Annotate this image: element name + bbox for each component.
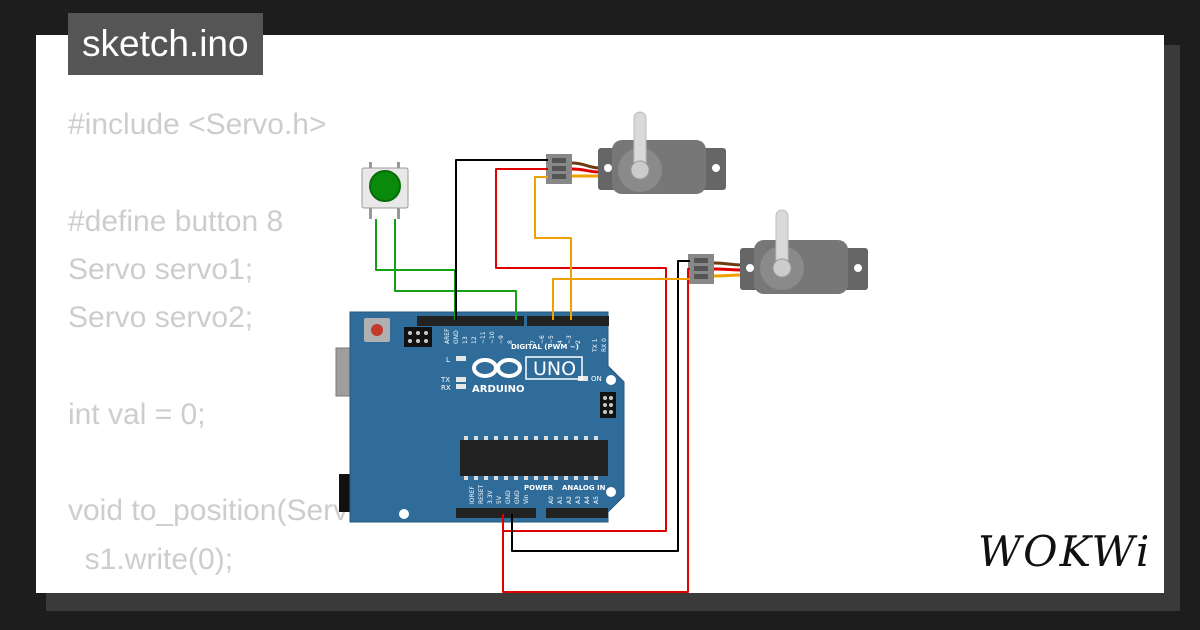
pin-label: TX 1	[592, 338, 599, 353]
code-line: s2.write(0);	[68, 584, 365, 593]
arduino-uno-board[interactable]: UNO ARDUINO DIGITAL (PWM ~) POWER ANALOG…	[335, 311, 625, 523]
digital-header-right[interactable]	[527, 316, 609, 326]
pin-label: A3	[575, 496, 582, 504]
code-editor: #include <Servo.h> #define button 8 Serv…	[68, 101, 365, 593]
pin-label: 12	[471, 336, 478, 344]
pin-label: 4	[557, 340, 564, 344]
wire-servo1-gnd[interactable]	[455, 159, 548, 320]
pin-label: A2	[566, 496, 573, 504]
pin-label: A5	[593, 496, 600, 504]
pin-label: GND	[505, 490, 512, 504]
arduino-logo-icon	[472, 358, 522, 378]
code-line: Servo servo2;	[68, 301, 254, 335]
digital-label: DIGITAL (PWM ~)	[511, 343, 579, 351]
board-uno-label: UNO	[533, 358, 576, 380]
pin-label: ~3	[566, 335, 573, 344]
wire-servo2-signal[interactable]	[552, 278, 690, 320]
servo-motor-1[interactable]	[546, 111, 726, 194]
pin-label: 2	[575, 340, 582, 344]
pin-label: AREF	[444, 328, 451, 344]
wire-servo2-5v[interactable]	[502, 268, 690, 593]
analog-label: ANALOG IN	[562, 484, 606, 492]
pin-label: 13	[462, 336, 469, 344]
atmega-chip	[460, 440, 608, 476]
servo-motor-2[interactable]	[688, 209, 868, 294]
power-label: POWER	[524, 484, 554, 492]
pin-label: RESET	[478, 484, 485, 504]
pin-label: ~11	[480, 331, 487, 344]
pin-label: A4	[584, 496, 591, 504]
pin-label: A0	[548, 496, 555, 504]
digital-header-left[interactable]	[417, 316, 524, 326]
pin-label: ~6	[539, 335, 546, 344]
pin-label: A1	[557, 496, 564, 504]
code-line: #define button 8	[68, 204, 284, 238]
wire-servo2-gnd[interactable]	[511, 260, 690, 552]
pin-label: 5V	[496, 495, 503, 504]
wire-servo1-signal[interactable]	[534, 176, 572, 320]
pin-label: ~5	[548, 335, 555, 344]
power-header[interactable]	[456, 508, 536, 518]
push-button[interactable]	[361, 162, 409, 219]
pin-label: ~10	[489, 331, 496, 344]
code-line: int val = 0;	[68, 397, 206, 431]
pin-label: GND	[453, 330, 460, 344]
pin-label: 7	[530, 340, 537, 344]
pin-label: ~9	[498, 335, 505, 344]
code-line: s1.write(0);	[68, 542, 234, 576]
pin-label: RX 0	[601, 338, 608, 352]
tx-led-label: TX	[440, 376, 450, 384]
board-arduino-label: ARDUINO	[472, 384, 524, 395]
pin-label: GND	[514, 490, 521, 504]
code-line: Servo servo1;	[68, 252, 254, 286]
file-tab-title: sketch.ino	[68, 13, 263, 75]
on-led-label: ON	[591, 375, 602, 383]
code-line: #include <Servo.h>	[68, 108, 327, 141]
code-line: void to_position(Servo	[68, 494, 365, 528]
pin-label: IOREF	[469, 486, 476, 504]
wire-button-gnd[interactable]	[375, 219, 456, 320]
pin-label: 3.3V	[487, 489, 494, 504]
button-cap-icon[interactable]	[369, 170, 401, 202]
rx-led-label: RX	[441, 384, 451, 392]
pin-label: Vin	[523, 494, 530, 504]
analog-header[interactable]	[546, 508, 608, 518]
wokwi-logo: WOKWi	[978, 527, 1152, 576]
l-led-label: L	[446, 356, 450, 364]
pin-label: 8	[507, 340, 514, 344]
